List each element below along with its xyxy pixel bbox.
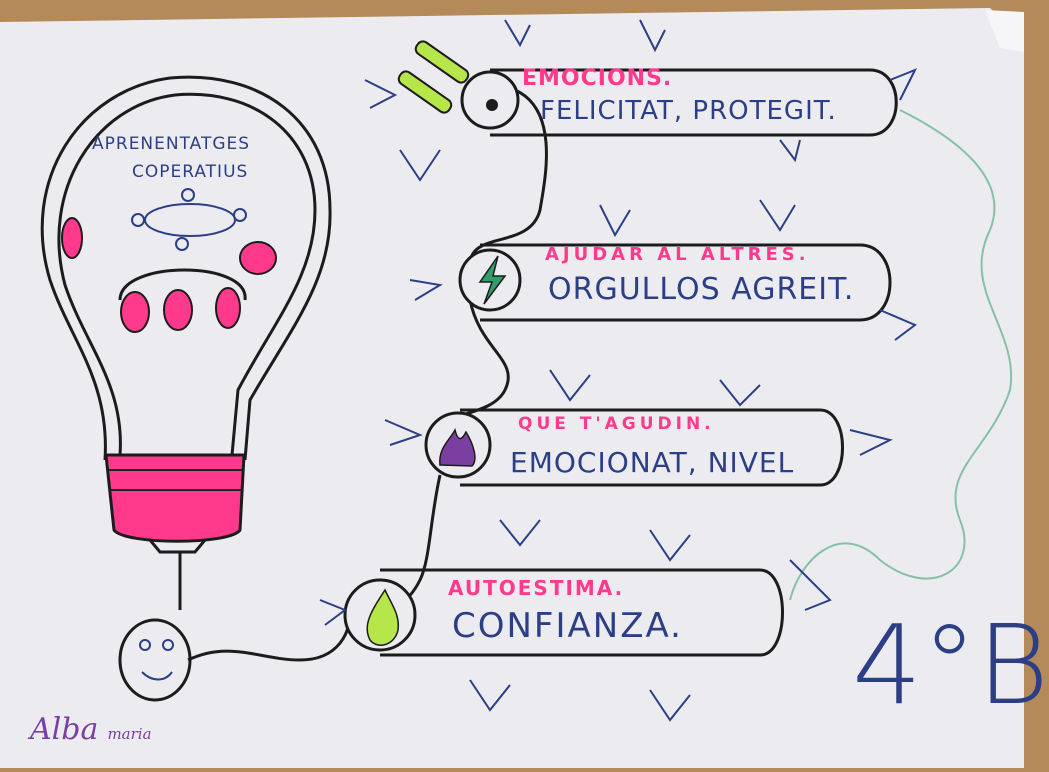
paper-sheet xyxy=(0,8,1024,768)
signature: Alba maria xyxy=(30,712,152,747)
spark-strokes xyxy=(319,19,918,722)
row-1-heading: EMOCIONS. xyxy=(522,66,673,91)
signature-second: maria xyxy=(107,725,152,743)
row-capsules xyxy=(380,68,898,657)
plug-icon xyxy=(397,40,498,114)
lightbulb xyxy=(40,75,332,461)
paper-corner xyxy=(985,10,1024,52)
bulb-title-line1: APRENENTATGES xyxy=(92,134,251,154)
row-icons xyxy=(343,40,522,652)
green-scribble xyxy=(789,109,1013,601)
drop-icon xyxy=(366,588,400,646)
row-3-heading: QUE T'AGUDIN. xyxy=(518,414,715,434)
signature-first: Alba xyxy=(30,712,99,747)
row-4-text: CONFIANZA. xyxy=(452,606,683,646)
row-4-heading: AUTOESTIMA. xyxy=(448,576,625,600)
lightning-icon xyxy=(478,255,507,305)
pink-spots xyxy=(61,217,277,333)
bulb-title-line2: COPERATIUS xyxy=(132,162,249,182)
class-label: 4°B xyxy=(852,601,1049,729)
flame-icon xyxy=(439,427,476,467)
photo-scene: APRENENTATGES COPERATIUS EMOCIONS. FELIC… xyxy=(0,8,1049,768)
drawing-canvas xyxy=(0,8,1024,768)
row-3-text: EMOCIONAT, NIVEL xyxy=(510,446,795,479)
row-2-text: ORGULLOS AGREIT. xyxy=(548,272,855,307)
bulb-base xyxy=(104,453,246,554)
cooperative-diagram-icon xyxy=(131,188,247,251)
row-2-heading: AJUDAR AL ALTRES. xyxy=(545,244,810,265)
wire xyxy=(178,552,352,662)
row-1-text: FELICITAT, PROTEGIT. xyxy=(540,96,837,126)
